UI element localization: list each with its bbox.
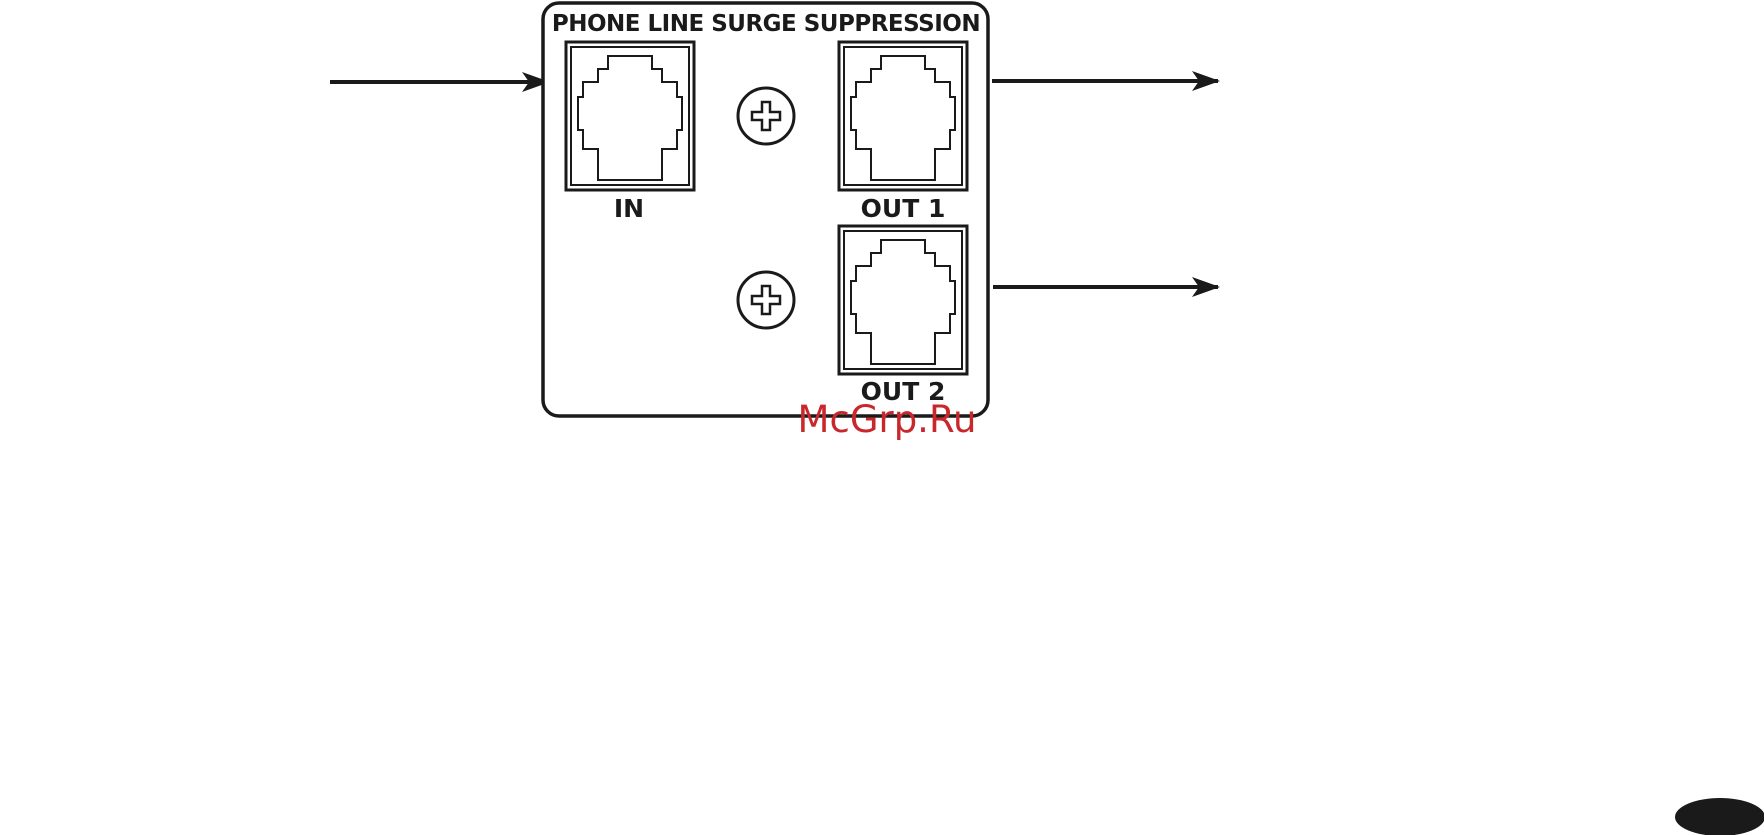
- panel-title: PHONE LINE SURGE SUPPRESSION: [552, 11, 980, 37]
- watermark: McGrp.Ru: [798, 398, 977, 441]
- page-tab-marker: [1675, 798, 1764, 835]
- screw-icon: [738, 272, 794, 328]
- port-label-out1: OUT 1: [861, 194, 946, 223]
- screw-icon: [738, 88, 794, 144]
- port-label-in: IN: [614, 194, 644, 223]
